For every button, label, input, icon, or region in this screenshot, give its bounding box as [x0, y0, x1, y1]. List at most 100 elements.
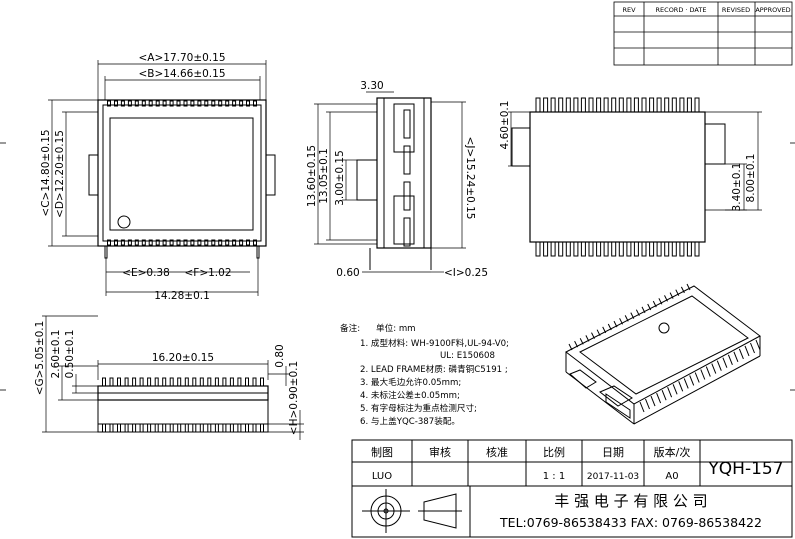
pin-lead: [102, 423, 106, 433]
notes-unit: 单位: mm: [376, 322, 416, 334]
pin-lead: [256, 245, 260, 259]
record-date-header: RECORD · DATE: [656, 6, 707, 14]
pin-lead: [672, 384, 678, 395]
pin-lead: [664, 97, 670, 113]
note-line-7: 6. 与上盖YQC-387装配。: [360, 415, 460, 427]
note-line-4: 3. 最大毛边允许0.05mm;: [360, 376, 461, 388]
notes-title: 备注:: [340, 322, 360, 334]
pin-lead: [667, 387, 673, 398]
front-view: [97, 377, 269, 433]
pin-lead: [658, 298, 663, 305]
pin-lead: [656, 392, 662, 404]
pin-lead: [134, 100, 139, 107]
pin-lead: [711, 363, 717, 374]
company-contact: TEL:0769-86538433 FAX: 0769-86538422: [499, 515, 762, 530]
notes-block: 备注: 单位: mm 1. 成型材料: WH-9100F料,UL-94-V0; …: [340, 322, 509, 427]
pin-lead: [184, 377, 189, 387]
rev-header: REV: [622, 6, 636, 14]
pin-lead: [573, 97, 579, 113]
dim-i-label: <I>0.25: [444, 267, 488, 279]
pin-lead: [211, 100, 216, 107]
pin-lead: [148, 239, 153, 246]
pin-lead: [237, 377, 242, 387]
pin-lead: [603, 97, 609, 113]
pin-lead: [649, 241, 655, 257]
pin-lead: [222, 377, 227, 387]
pin-lead: [705, 366, 711, 377]
pin-lead: [218, 239, 223, 246]
pin-lead: [722, 357, 728, 368]
pin-lead: [260, 423, 264, 433]
pin-lead: [694, 372, 700, 383]
pin-lead: [139, 377, 144, 387]
pin-lead: [596, 241, 602, 257]
pin-lead: [117, 377, 121, 387]
pin-lead: [645, 398, 650, 410]
pin-lead: [661, 390, 667, 401]
pin-lead: [117, 423, 121, 433]
pin-lead: [618, 241, 624, 257]
front-width-label: 16.20±0.15: [152, 352, 214, 364]
pin-lead: [199, 423, 204, 433]
note-line-1: 1. 成型材料: WH-9100F料,UL-94-V0;: [360, 337, 509, 349]
pin-lead: [245, 423, 249, 433]
bottom-dim-right-1-label: 3.40±0.1: [731, 163, 743, 212]
pin-lead: [664, 295, 668, 302]
pin-lead: [543, 241, 549, 257]
pin-lead: [114, 100, 118, 107]
pin-lead: [633, 241, 639, 257]
side-view: [356, 97, 432, 270]
side-top-width-label: 3.30: [360, 80, 383, 92]
pin-lead: [694, 97, 700, 113]
pin-lead: [686, 97, 692, 113]
pin-lead: [183, 100, 188, 107]
pin-lead: [679, 241, 685, 257]
dim-f-label: <F>1.02: [184, 267, 231, 279]
pin-lead: [197, 239, 202, 246]
pin-lead: [727, 354, 733, 365]
pin-lead: [675, 289, 680, 296]
top-view: [88, 99, 276, 259]
pin-lead: [613, 320, 618, 328]
pin-lead: [588, 97, 594, 113]
pin-lead: [176, 239, 181, 246]
side-height-1-label: 13.60±0.15: [306, 145, 318, 207]
pin-lead: [591, 332, 595, 339]
version-value: A0: [665, 471, 678, 482]
note-line-6: 5. 有字母标注为重点检测尺寸;: [360, 402, 477, 414]
pin-lead: [585, 335, 590, 342]
pin-lead: [169, 423, 174, 433]
pin-lead: [669, 292, 674, 299]
pin-lead: [132, 423, 137, 433]
dim-d-label: <D>12.20±0.15: [54, 130, 66, 218]
note-line-3: 2. LEAD FRAME材质: 磷青铜C5191 ;: [360, 363, 508, 375]
pin-lead: [169, 239, 174, 246]
pin-lead: [607, 323, 612, 331]
title-block: [351, 439, 793, 538]
pin-lead: [107, 100, 111, 107]
pin-lead: [109, 377, 114, 387]
pin-lead: [211, 239, 216, 246]
pin-lead: [611, 241, 617, 257]
pin-lead: [239, 100, 244, 107]
pin-lead: [683, 378, 689, 389]
pin-lead: [246, 239, 250, 246]
pin-lead: [232, 239, 237, 246]
pin-lead: [750, 342, 755, 354]
pin-lead: [733, 351, 739, 362]
pin-lead: [403, 145, 411, 175]
pin-lead: [535, 97, 541, 113]
pin-lead: [253, 100, 257, 107]
pin-lead: [738, 348, 744, 360]
pin-lead: [162, 377, 167, 387]
pin-lead: [127, 100, 132, 107]
date-value: 2017-11-03: [587, 472, 639, 482]
pin-lead: [120, 239, 125, 246]
pin-lead: [214, 423, 219, 433]
pin-lead: [543, 97, 549, 113]
pin-lead: [147, 423, 152, 433]
pin-lead: [114, 239, 118, 246]
pin-lead: [154, 423, 159, 433]
pin-lead: [218, 100, 223, 107]
